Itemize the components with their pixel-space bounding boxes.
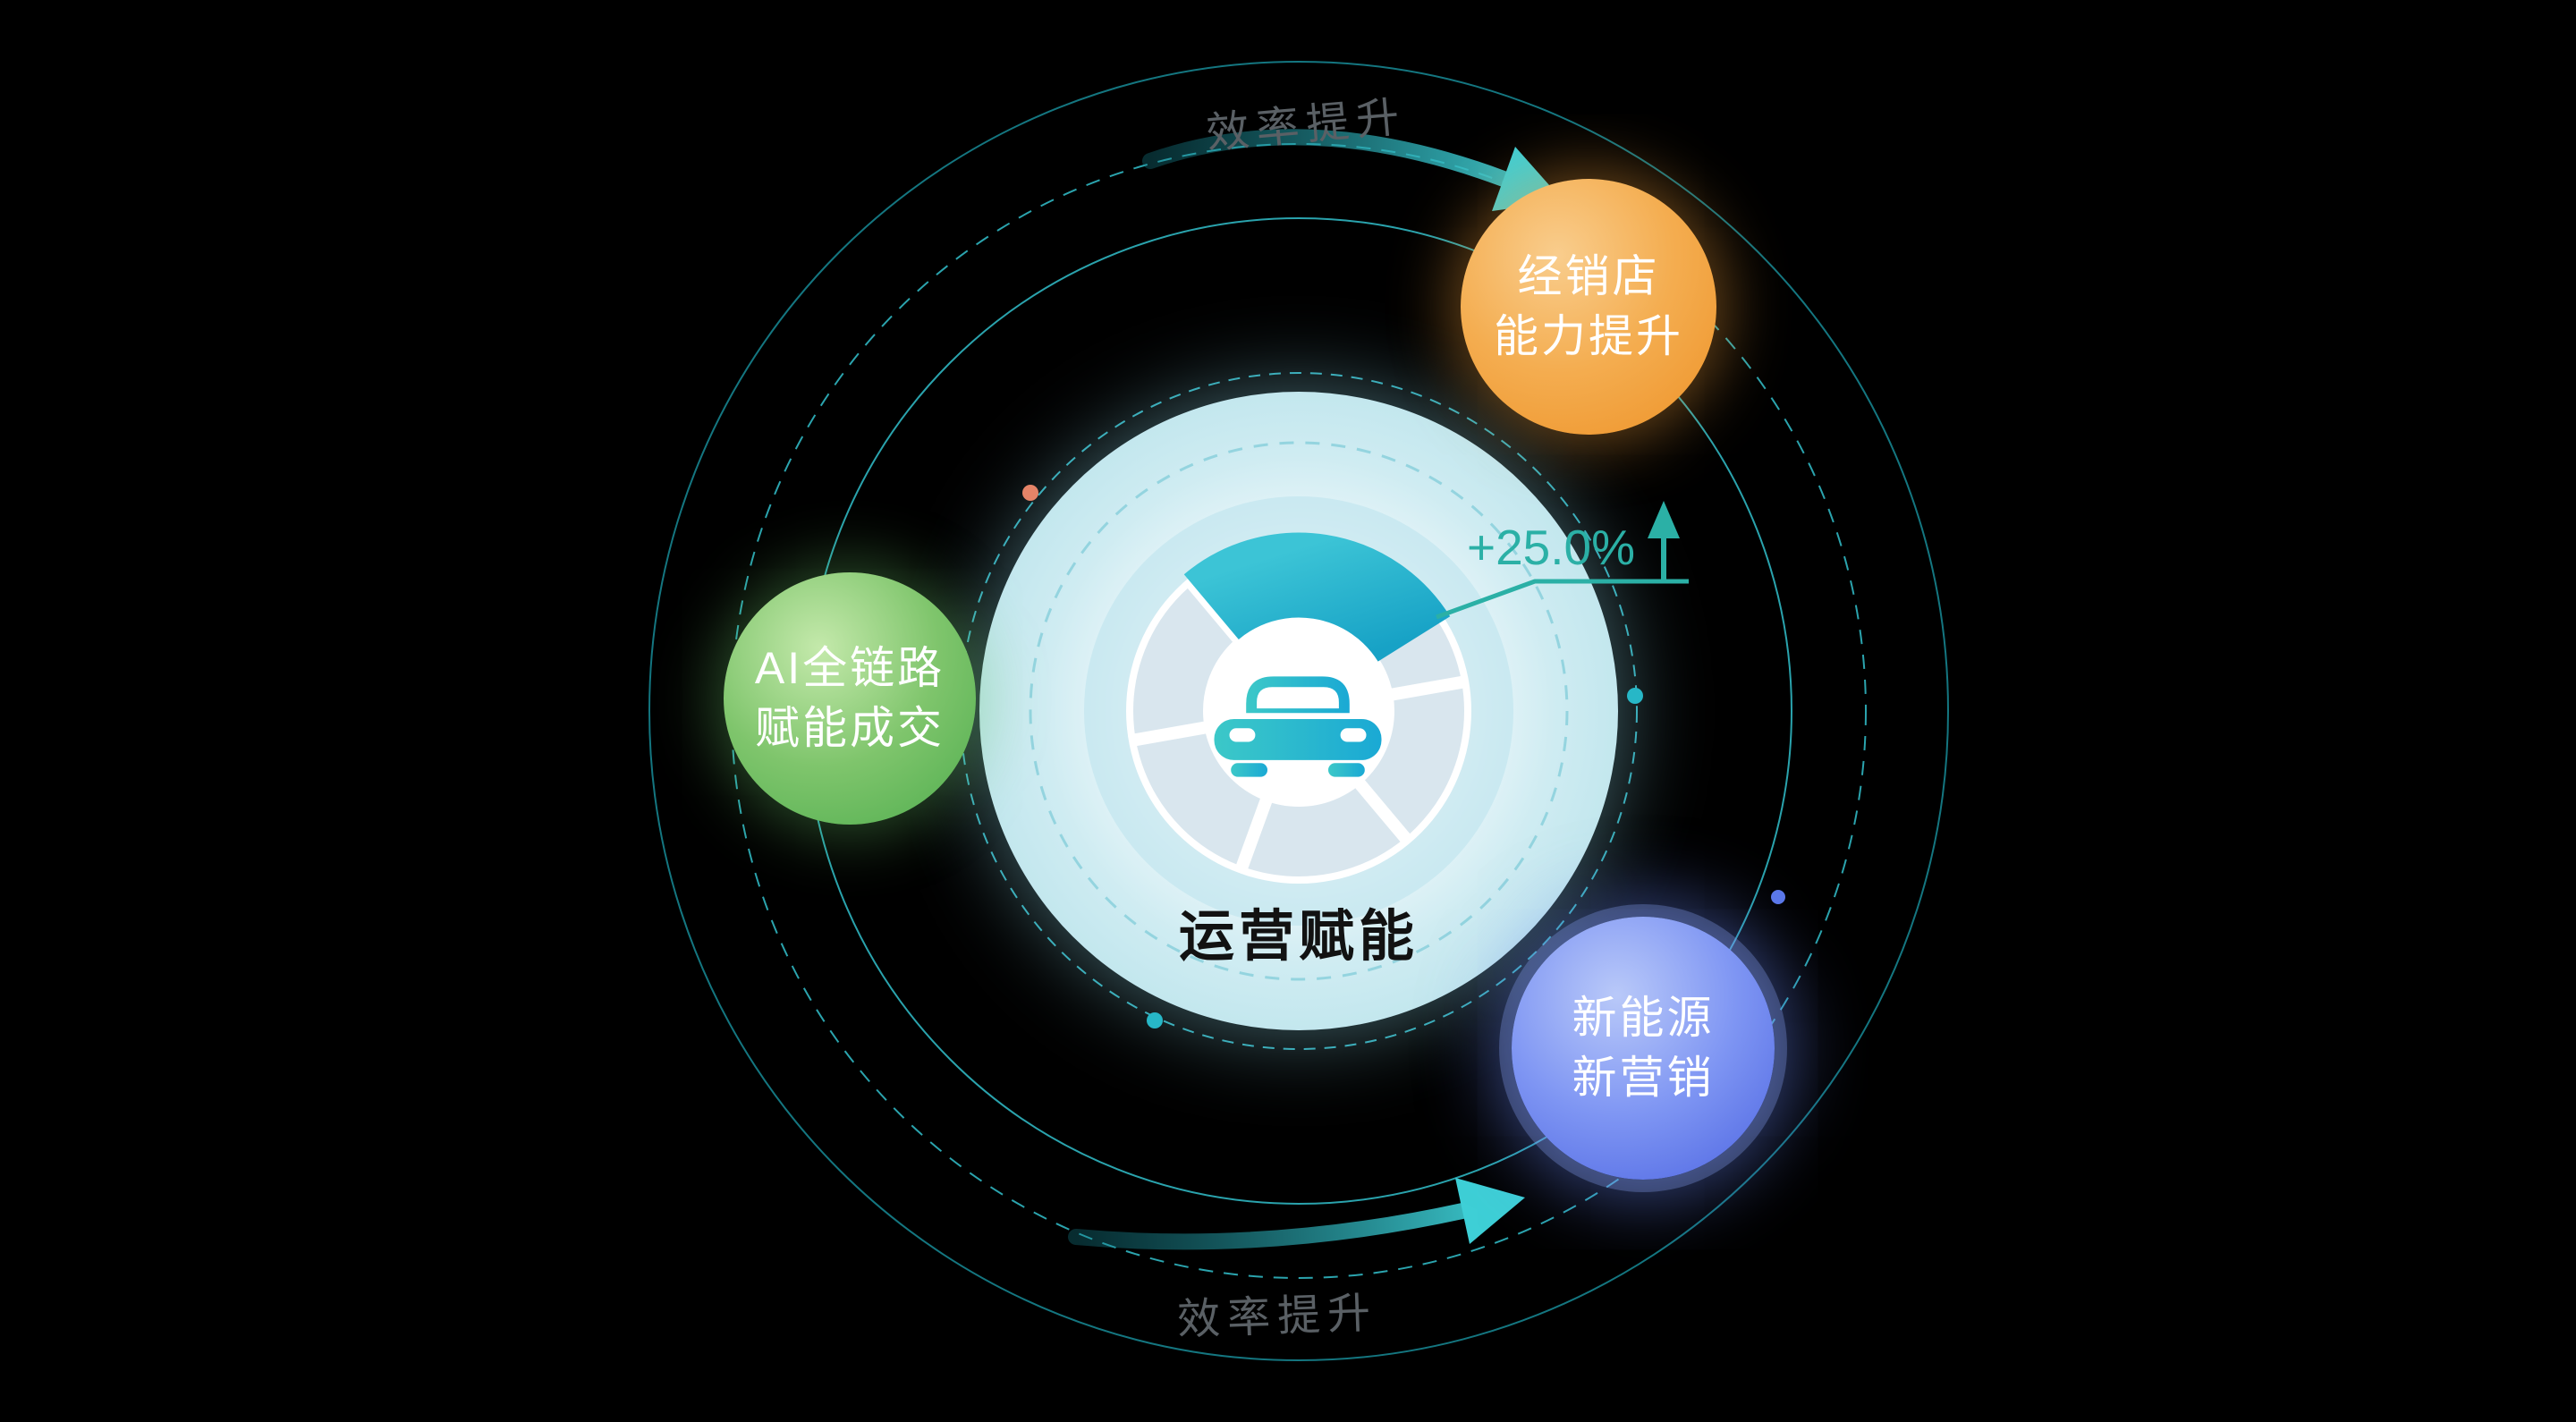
growth-line <box>1436 501 1689 620</box>
car-icon <box>1214 676 1382 777</box>
orbit-dot-blue <box>1771 890 1785 904</box>
center-title: 运营赋能 <box>1178 906 1419 968</box>
orbit-dot-teal-right <box>1627 688 1643 704</box>
bubble-dealer-capability: 经销店 能力提升 <box>1461 179 1716 435</box>
metric-value: +25.0% <box>1466 520 1636 575</box>
orbit-label-bottom: 效率提升 <box>1176 1290 1379 1344</box>
bubble-dealer-line2: 能力提升 <box>1494 311 1683 361</box>
orbit-dots <box>1022 485 1785 1028</box>
bubble-ai-full-chain: AI全链路 赋能成交 <box>724 572 976 825</box>
efficiency-arrow-bottom-icon <box>1068 1178 1525 1250</box>
gauge-highlight-arc <box>1183 532 1451 663</box>
bubble-dealer-line1: 经销店 <box>1517 251 1660 301</box>
gauge <box>1130 532 1468 876</box>
bubble-new-energy-marketing: 新能源 新营销 <box>1512 917 1775 1180</box>
bubble-ai-line2: 赋能成交 <box>755 703 945 753</box>
bubble-nev-line2: 新营销 <box>1572 1053 1715 1103</box>
orbit-dot-teal-bottom <box>1147 1012 1163 1028</box>
bubble-nev-line1: 新能源 <box>1572 993 1715 1043</box>
orbit-dot-orange <box>1022 485 1038 501</box>
bubble-ai-line1: AI全链路 <box>754 643 945 693</box>
up-arrow-icon <box>1648 501 1680 538</box>
